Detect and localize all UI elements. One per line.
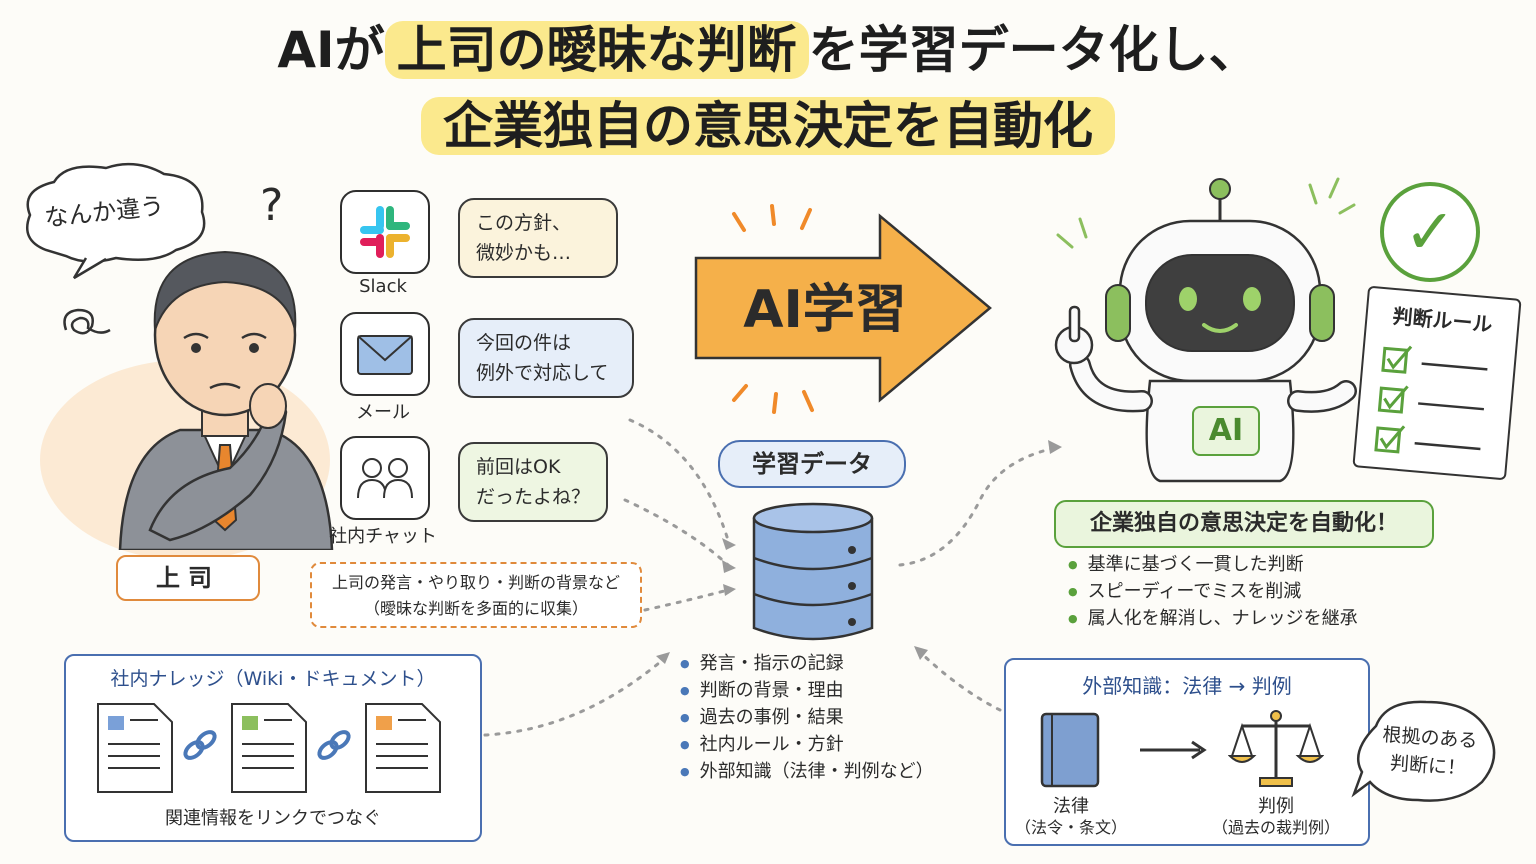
- chat-label: 社内チャット: [329, 526, 437, 547]
- title-highlight: 上司の曖昧な判断: [384, 21, 809, 79]
- database-label: 学習データ: [718, 440, 906, 488]
- external-knowledge-box: 外部知識：法律 → 判例 法律 （法令・条文） 判例 （過去の裁判例）: [1004, 658, 1370, 846]
- collection-note-line-1: 上司の発言・やり取り・判断の背景など: [331, 573, 620, 592]
- slack-message-line-2: 微妙かも…: [476, 242, 572, 264]
- chat-message-line-2: だったよね？: [476, 486, 591, 508]
- title-line-1: AIが上司の曖昧な判断を学習データ化し、: [0, 14, 1536, 86]
- chat-app-card: [340, 436, 430, 520]
- law-book-icon: [1040, 712, 1100, 788]
- link-icon: [317, 730, 351, 760]
- result-point: スピーディーでミスを削減: [1068, 578, 1358, 605]
- database-item: 発言・指示の記録: [680, 650, 934, 677]
- knowledge-box: 社内ナレッジ（Wiki・ドキュメント） 関連情報をリンクでつなぐ: [64, 654, 482, 842]
- swirl-icon: [63, 308, 111, 335]
- collection-note-line-2: （曖昧な判断を多面的に収集）: [363, 599, 588, 618]
- external-knowledge-title: 外部知識：法律 → 判例: [1082, 674, 1292, 698]
- boss-label: 上司: [116, 555, 260, 601]
- knowledge-caption: 関連情報をリンクでつなぐ: [165, 808, 381, 829]
- result-point: 基準に基づく一貫した判断: [1068, 551, 1358, 578]
- linked-documents: [97, 703, 441, 793]
- link-icon: [183, 730, 217, 760]
- document-icon: [97, 703, 173, 793]
- question-mark: ?: [260, 180, 284, 231]
- right-arrow-icon: [1140, 740, 1207, 760]
- mail-message-line-2: 例外で対応して: [476, 362, 609, 384]
- title-line-2-text: 企業独自の意思決定を自動化: [421, 97, 1115, 155]
- mail-message-bubble: 今回の件は 例外で対応して: [458, 318, 634, 398]
- slack-app-card: [340, 190, 430, 274]
- law-sublabel: （法令・条文）: [1014, 818, 1127, 837]
- result-point-list: 基準に基づく一貫した判断 スピーディーでミスを削減 属人化を解消し、ナレッジを継…: [1068, 551, 1358, 632]
- database-item: 判断の背景・理由: [680, 677, 934, 704]
- check-badge-icon: ✓: [1380, 182, 1480, 282]
- slack-message-line-1: この方針、: [476, 212, 572, 234]
- slack-icon: [360, 206, 410, 258]
- document-icon: [365, 703, 441, 793]
- mail-app-card: [340, 312, 430, 396]
- mail-icon: [357, 335, 413, 375]
- mail-message-line-1: 今回の件は: [476, 332, 572, 354]
- speech-bubble-text: 根拠のある 判断に！: [1362, 720, 1496, 785]
- ai-learning-label: AI学習: [743, 280, 907, 340]
- title-line-2: 企業独自の意思決定を自動化: [0, 90, 1536, 162]
- slack-label: Slack: [359, 276, 407, 297]
- database-icon: [752, 502, 874, 641]
- document-icon: [231, 703, 307, 793]
- boss-illustration: [118, 250, 334, 550]
- result-point: 属人化を解消し、ナレッジを継承: [1068, 605, 1358, 632]
- result-title: 企業独自の意思決定を自動化！: [1054, 500, 1434, 548]
- case-sublabel: （過去の裁判例）: [1211, 818, 1340, 837]
- title-prefix: AIが: [277, 21, 385, 79]
- database-item-list: 発言・指示の記録 判断の背景・理由 過去の事例・結果 社内ルール・方針 外部知識…: [680, 650, 934, 785]
- scales-icon: [1228, 710, 1324, 787]
- robot-illustration: [1054, 177, 1357, 483]
- knowledge-title: 社内ナレッジ（Wiki・ドキュメント）: [110, 668, 436, 690]
- ai-learning-arrow: [694, 204, 992, 414]
- collection-note: 上司の発言・やり取り・判断の背景など （曖昧な判断を多面的に収集）: [310, 562, 642, 628]
- slack-message-bubble: この方針、 微妙かも…: [458, 198, 618, 278]
- mail-label: メール: [356, 402, 410, 423]
- checklist-icon: [1374, 345, 1488, 454]
- chat-message-line-1: 前回はOK: [476, 456, 561, 478]
- law-label: 法律: [1053, 796, 1089, 817]
- speech-bubble: [1351, 700, 1496, 802]
- title-suffix: を学習データ化し、: [808, 21, 1259, 79]
- rules-clipboard: 判断ルール: [1352, 285, 1522, 481]
- people-icon: [357, 458, 413, 499]
- thought-bubble: [26, 162, 206, 280]
- case-label: 判例: [1258, 796, 1294, 817]
- robot-ai-badge: AI: [1192, 406, 1260, 456]
- chat-message-bubble: 前回はOK だったよね？: [458, 442, 608, 522]
- database-item: 外部知識（法律・判例など）: [680, 758, 934, 785]
- database-item: 社内ルール・方針: [680, 731, 934, 758]
- database-item: 過去の事例・結果: [680, 704, 934, 731]
